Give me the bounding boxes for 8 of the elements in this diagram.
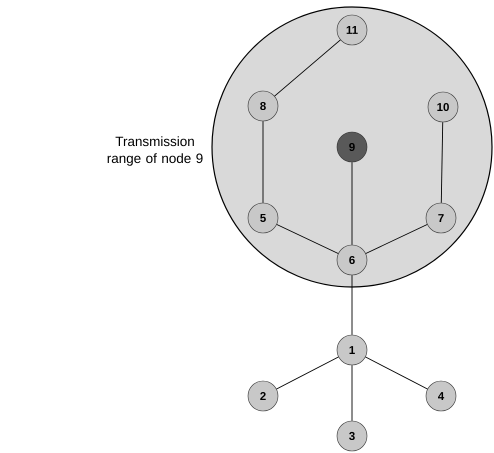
connector-line xyxy=(365,356,428,390)
connector-line xyxy=(365,224,428,254)
connector-line xyxy=(276,356,339,390)
range-label: Transmission range of node 9 xyxy=(108,136,203,166)
connector-line xyxy=(274,39,341,97)
connector-line xyxy=(262,120,264,204)
connector-line xyxy=(440,122,444,204)
connector-line xyxy=(276,224,339,254)
